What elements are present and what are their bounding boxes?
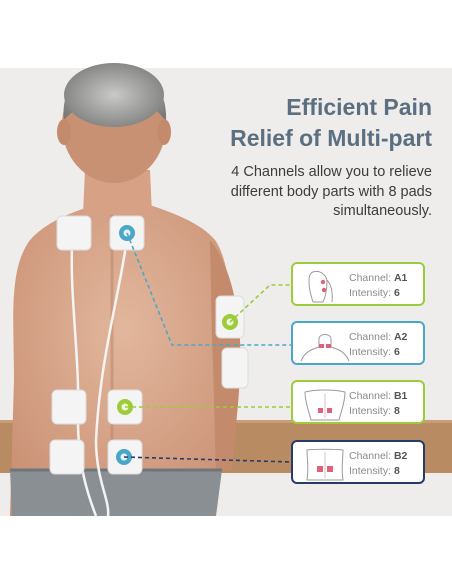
channel-b1-text: Channel: B1 Intensity: 8 [349, 389, 407, 419]
neck-figure-icon [300, 334, 350, 362]
intensity-value: 8 [393, 405, 400, 417]
pad-neck-left [56, 215, 92, 251]
neck [83, 170, 152, 215]
channel-card-b2: Channel: B2 Intensity: 8 [291, 440, 425, 484]
lower-back-figure-icon [306, 448, 344, 481]
torso [10, 205, 238, 516]
intensity-label: Intensity: [349, 405, 394, 417]
connector-b2 [123, 456, 293, 463]
channel-card-a1: Channel: A1 Intensity: 6 [291, 262, 425, 306]
intensity-label: Intensity: [349, 287, 394, 299]
channel-value: B2 [393, 450, 408, 462]
channel-label: Channel: [349, 390, 394, 402]
upper-back-figure-icon [304, 389, 346, 421]
subtext: 4 Channels allow you to relieve differen… [230, 164, 432, 219]
channel-value: A2 [393, 331, 408, 343]
arm-figure-icon [308, 271, 333, 303]
intensity-value: 8 [393, 465, 400, 477]
channel-a1-text: Channel: A1 Intensity: 6 [349, 271, 407, 301]
pad-back-left [51, 389, 87, 425]
headline-line-2: Relief of Multi-part [230, 125, 432, 151]
channel-value: B1 [393, 390, 408, 402]
channel-label: Channel: [349, 331, 394, 343]
pad-arm-lower [221, 347, 249, 389]
channel-label: Channel: [349, 450, 394, 462]
headline: Efficient Pain Relief of Multi-part [230, 92, 432, 154]
channel-label: Channel: [349, 272, 394, 284]
intensity-label: Intensity: [349, 346, 394, 358]
channel-value: A1 [393, 272, 408, 284]
channel-card-a2: Channel: A2 Intensity: 6 [291, 321, 425, 365]
shorts [10, 470, 222, 516]
channel-a2-text: Channel: A2 Intensity: 6 [349, 330, 407, 360]
channel-card-b1: Channel: B1 Intensity: 8 [291, 380, 425, 424]
headline-line-1: Efficient Pain [286, 94, 432, 120]
intensity-value: 6 [393, 287, 400, 299]
connector-a2 [126, 232, 292, 346]
channel-b2-text: Channel: B2 Intensity: 8 [349, 449, 407, 479]
pad-lower-left [49, 439, 85, 475]
intensity-label: Intensity: [349, 465, 394, 477]
intensity-value: 6 [393, 346, 400, 358]
